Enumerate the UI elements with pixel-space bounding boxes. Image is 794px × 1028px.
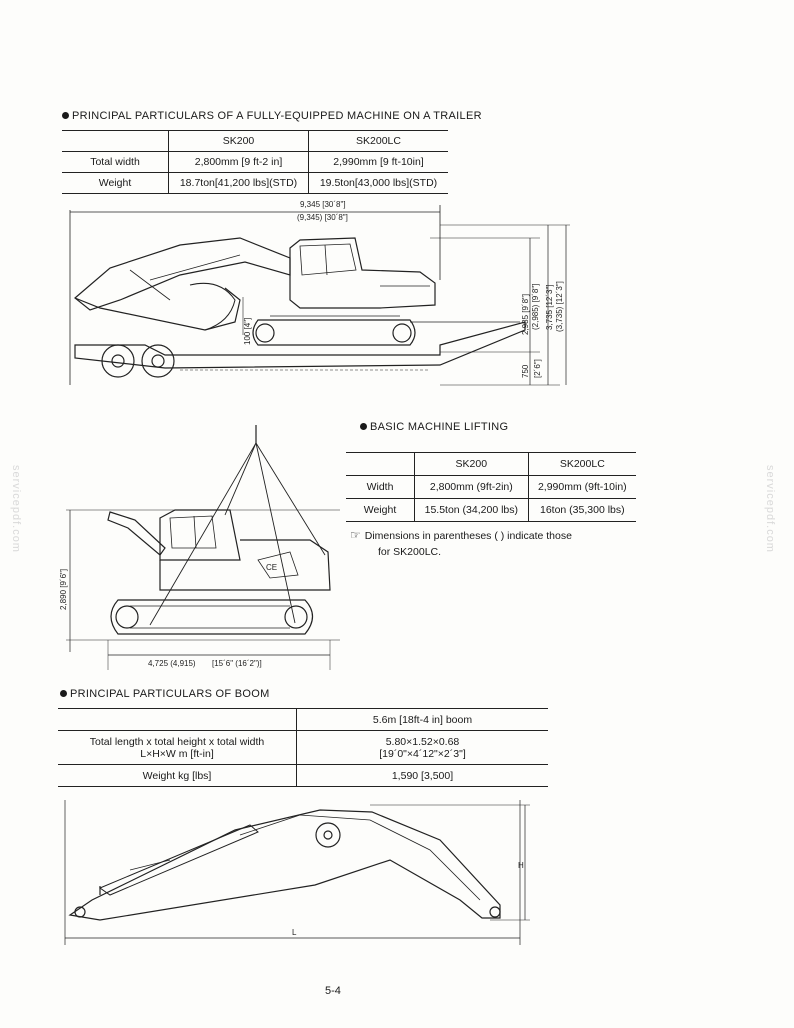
dim-lift-length: 4,725 (4,915) [148,659,196,668]
bullet-icon [360,423,367,430]
watermark-left: servicepdf.com [10,465,22,553]
dim-bucket: 100 [4"] [243,318,252,345]
table-cell: 1,590 [3,500] [296,764,548,787]
pointing-hand-icon: ☞ [350,528,361,542]
note-line-1: Dimensions in parentheses ( ) indicate t… [364,530,572,542]
table-cell: 2,800mm (9ft-2in) [414,475,529,499]
table-row: Weight 15.5ton (34,200 lbs) 16ton (35,30… [346,498,636,522]
page-number: 5-4 [325,985,341,997]
section-heading-boom: PRINCIPAL PARTICULARS OF BOOM [60,688,270,700]
dim-h2-lc: (3,735) [12´3"] [555,281,564,332]
table-cell: 19.5ton[43,000 lbs](STD) [308,172,448,194]
row-label: Weight [346,498,415,522]
row-label: Width [346,475,415,499]
bullet-icon [60,690,67,697]
table-header-cell [346,452,415,476]
bullet-icon [62,112,69,119]
section-heading-trailer: PRINCIPAL PARTICULARS OF A FULLY-EQUIPPE… [62,110,482,122]
table-cell: 15.5ton (34,200 lbs) [414,498,529,522]
table-row: Width 2,800mm (9ft-2in) 2,990mm (9ft-10i… [346,475,636,499]
boom-table: 5.6m [18ft-4 in] boom Total length x tot… [58,708,548,787]
row-label: Weight kg [lbs] [58,764,297,787]
table-header-cell: SK200 [414,452,529,476]
dim-h1-lc: (2,985) [9´8"] [531,284,540,330]
ce-mark: CE [266,563,277,572]
table-cell: 16ton (35,300 lbs) [527,498,636,522]
lifting-table: SK200 SK200LC Width 2,800mm (9ft-2in) 2,… [346,452,636,522]
dim-boom-length: L [292,928,297,937]
row-label: Weight [62,172,169,194]
dim-boom-height: H [518,861,524,870]
dim-trailer-ft: [2´6"] [533,359,542,378]
dim-trailer: 750 [521,364,530,378]
dim-lift-length-ft: [15´6" (16´2")] [212,659,262,668]
dim-length-lc: (9,345) [30´8"] [297,213,348,222]
table-header-row: SK200 SK200LC [346,452,636,476]
dim-length: 9,345 [30´8"] [300,200,346,209]
dim-h2: 3,735 [12´3"] [545,284,554,330]
table-header-row: 5.6m [18ft-4 in] boom [58,708,548,731]
dim-lift-height: 2,890 [9´6"] [59,569,68,610]
table-row: Weight 18.7ton[41,200 lbs](STD) 19.5ton[… [62,172,448,194]
note: ☞Dimensions in parentheses ( ) indicate … [350,527,572,560]
table-cell: 2,990mm (9ft-10in) [527,475,636,499]
table-cell: 18.7ton[41,200 lbs](STD) [167,172,309,194]
trailer-particulars-table: SK200 SK200LC Total width 2,800mm [9 ft-… [62,130,448,194]
table-header-cell: SK200LC [527,452,636,476]
note-line-2: for SK200LC. [378,546,442,558]
trailer-drawing [69,205,570,386]
table-header-cell: 5.6m [18ft-4 in] boom [296,708,548,731]
table-header-cell: SK200LC [308,130,448,152]
row-label: Total length x total height x total widt… [58,730,297,765]
dim-h1: 2,985 [9´8"] [521,294,530,335]
section-heading-lifting: BASIC MACHINE LIFTING [360,421,508,433]
table-cell: 5.80×1.52×0.68 [19´0"×4´12"×2´3"] [296,730,548,765]
lifting-drawing [66,425,340,670]
table-header-row: SK200 SK200LC [62,130,448,152]
table-row: Total length x total height x total widt… [58,730,548,765]
watermark-right: servicepdf.com [764,465,776,553]
table-row: Weight kg [lbs] 1,590 [3,500] [58,764,548,787]
table-header-cell [58,708,297,731]
boom-drawing [64,800,530,945]
